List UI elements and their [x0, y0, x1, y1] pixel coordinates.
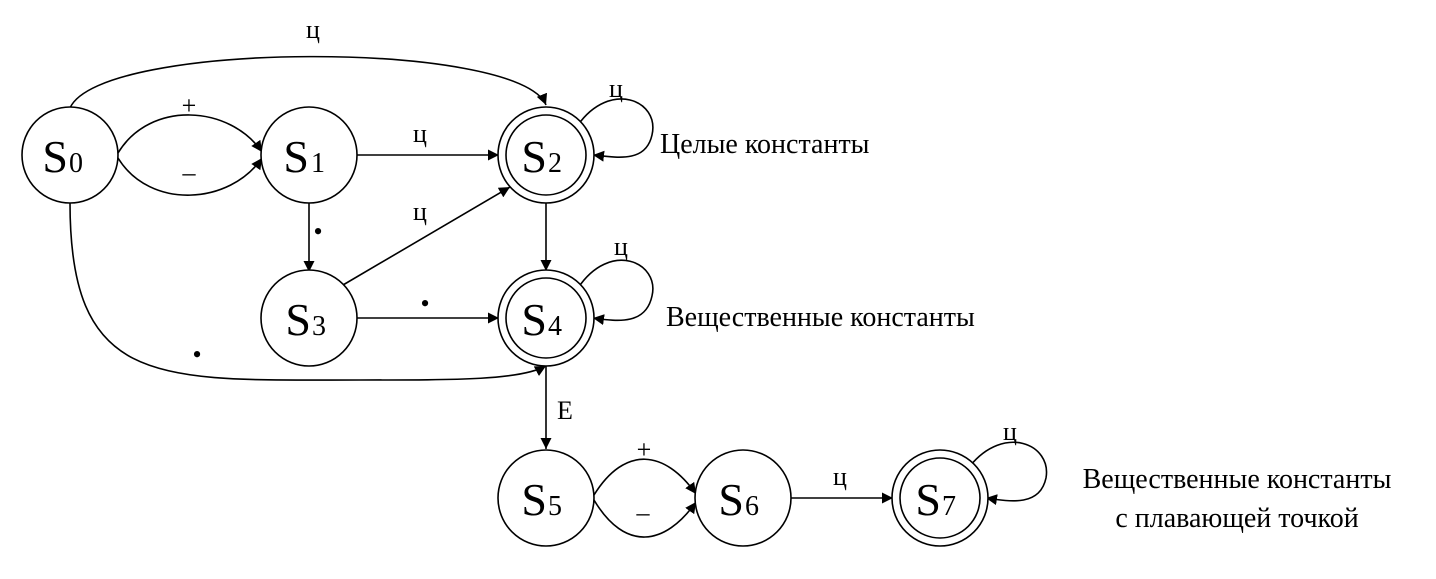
edge-label-s4-loop: ц [614, 232, 628, 261]
state-s4-sub: 4 [548, 311, 562, 342]
edge-label-s5-s6-plus: + [637, 435, 652, 464]
edge-label-s1-s3: • [313, 217, 322, 246]
edge-label-s6-s7: ц [833, 462, 847, 491]
edge-s2-loop [577, 98, 654, 162]
state-s7-letter: S [915, 474, 941, 525]
edge-s5-s6-minus [593, 499, 697, 538]
annotation-float-constants-line2: с плавающей точкой [1115, 503, 1358, 534]
state-s6-sub: 6 [745, 491, 759, 522]
edge-s7-loop [969, 441, 1048, 506]
state-s2-sub: 2 [548, 148, 562, 179]
annotation-float-constants-line1: Вещественные константы [1083, 464, 1392, 495]
edge-label-s1-s2: ц [413, 119, 427, 148]
state-s2: S 2 [497, 106, 595, 204]
state-s6-letter: S [718, 474, 744, 525]
state-s3-letter: S [285, 294, 311, 345]
annotation-real-constants: Вещественные константы [666, 302, 975, 333]
edge-s3-s2 [342, 186, 511, 286]
edge-label-s0-s4: • [192, 340, 201, 369]
annotation-integer-constants: Целые константы [660, 129, 870, 160]
edge-s5-s6-plus [593, 458, 697, 496]
state-s1-sub: 1 [311, 148, 325, 179]
state-s0-letter: S [42, 131, 68, 182]
edge-label-s2-loop: ц [609, 74, 623, 103]
edge-label-s5-s6-minus: – [636, 498, 651, 527]
edge-label-s4-s5: E [557, 396, 573, 425]
edge-s4-loop [577, 259, 654, 326]
edge-label-s3-s2: ц [413, 197, 427, 226]
annotations: Целые константы Вещественные константы В… [660, 129, 1392, 534]
state-s2-letter: S [521, 131, 547, 182]
state-s5-sub: 5 [548, 491, 562, 522]
state-s7: S 7 [891, 449, 989, 547]
state-s5: S 5 [497, 449, 595, 547]
state-s7-sub: 7 [942, 491, 956, 522]
edge-label-s0-s2: ц [306, 15, 320, 44]
state-s4-letter: S [521, 294, 547, 345]
state-s3-sub: 3 [312, 311, 326, 342]
edge-label-s7-loop: ц [1003, 417, 1017, 446]
state-s1-letter: S [283, 131, 309, 182]
edge-label-s0-s1-plus: + [182, 91, 197, 120]
edge-label-s3-s4: • [420, 289, 429, 318]
edge-s0-s4 [69, 202, 547, 381]
state-s0: S 0 [21, 106, 119, 204]
state-s6: S 6 [694, 449, 792, 547]
edge-s0-s1-plus [117, 114, 263, 154]
edge-s0-s1-minus [117, 157, 263, 196]
states: S 0 S 1 S 2 S 3 S 4 [21, 106, 989, 547]
state-s3: S 3 [260, 269, 358, 367]
edge-s0-s2 [69, 55, 547, 109]
state-s1: S 1 [260, 106, 358, 204]
state-s5-letter: S [521, 474, 547, 525]
state-s0-sub: 0 [69, 148, 83, 179]
edge-label-s0-s1-minus: – [182, 158, 197, 187]
edges: ц + – ц ц • ц • ц • E + [69, 15, 1048, 538]
state-s4: S 4 [497, 269, 595, 367]
